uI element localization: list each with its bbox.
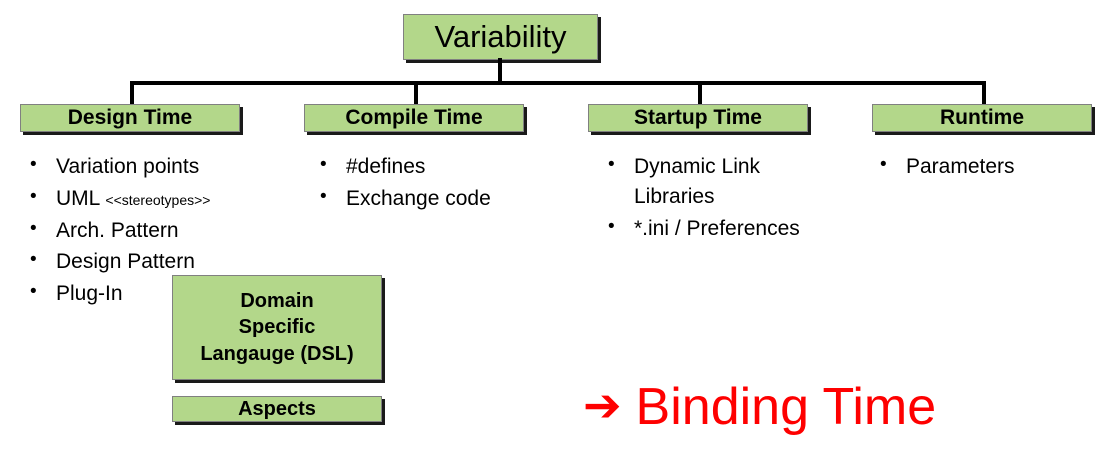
- list-item: • Arch. Pattern: [30, 216, 295, 246]
- list-item-label: *.ini / Preferences: [634, 216, 800, 240]
- connector-drop-compile-time: [414, 81, 418, 105]
- bullet-icon: •: [30, 217, 37, 239]
- connector-drop-runtime: [982, 81, 986, 105]
- list-item: • Exchange code: [320, 184, 585, 214]
- bullet-icon: •: [30, 185, 37, 207]
- list-item: • Dynamic Link Libraries: [608, 152, 878, 212]
- bullet-icon: •: [320, 154, 327, 175]
- bullet-list-startup-time: • Dynamic Link Libraries • *.ini / Prefe…: [608, 152, 878, 245]
- bullet-icon: •: [30, 281, 37, 303]
- list-item-label: Exchange code: [346, 186, 491, 210]
- list-item: • *.ini / Preferences: [608, 214, 878, 244]
- list-item: • Plug-In: [30, 279, 295, 309]
- list-item: • Design Pattern: [30, 247, 295, 277]
- bullet-icon: •: [880, 154, 887, 175]
- node-domain-specific-language[interactable]: Domain Specific Langauge (DSL): [172, 275, 382, 380]
- connector-bus: [130, 81, 986, 85]
- node-aspects[interactable]: Aspects: [172, 396, 382, 422]
- bullet-icon: •: [608, 154, 615, 175]
- node-runtime[interactable]: Runtime: [872, 104, 1092, 132]
- bullet-icon: •: [320, 185, 327, 207]
- connector-drop-startup-time: [698, 81, 702, 105]
- list-item-label: UML <<stereotypes>>: [56, 184, 295, 214]
- list-item-label: Parameters: [906, 155, 1015, 178]
- list-item-label: Arch. Pattern: [56, 218, 179, 242]
- bullet-icon: •: [30, 249, 37, 271]
- list-item: • Parameters: [880, 152, 1105, 182]
- list-item-label: Variation points: [56, 155, 200, 178]
- binding-time-callout: ➔ Binding Time: [583, 381, 936, 433]
- list-item-label: #defines: [346, 155, 426, 178]
- connector-root-stem: [498, 58, 502, 83]
- node-design-time[interactable]: Design Time: [20, 104, 240, 132]
- bullet-icon: •: [608, 215, 615, 237]
- node-startup-time[interactable]: Startup Time: [588, 104, 808, 132]
- list-item-label: Plug-In: [56, 282, 123, 306]
- connector-drop-design-time: [130, 81, 134, 105]
- bullet-list-runtime: • Parameters: [880, 152, 1105, 184]
- list-item: • Variation points: [30, 152, 295, 182]
- list-item-note: <<stereotypes>>: [105, 191, 211, 208]
- node-compile-time[interactable]: Compile Time: [304, 104, 524, 132]
- bullet-icon: •: [30, 154, 37, 175]
- node-variability[interactable]: Variability: [403, 14, 598, 60]
- list-item-text: UML: [56, 186, 100, 210]
- list-item: • UML <<stereotypes>>: [30, 184, 295, 214]
- list-item-label: Design Pattern: [56, 250, 195, 274]
- bullet-list-design-time: • Variation points • UML <<stereotypes>>…: [30, 152, 295, 311]
- list-item-label: Dynamic Link Libraries: [634, 155, 761, 208]
- binding-time-label: Binding Time: [635, 378, 937, 436]
- bullet-list-compile-time: • #defines • Exchange code: [320, 152, 585, 216]
- list-item: • #defines: [320, 152, 585, 182]
- arrow-right-icon: ➔: [583, 379, 622, 431]
